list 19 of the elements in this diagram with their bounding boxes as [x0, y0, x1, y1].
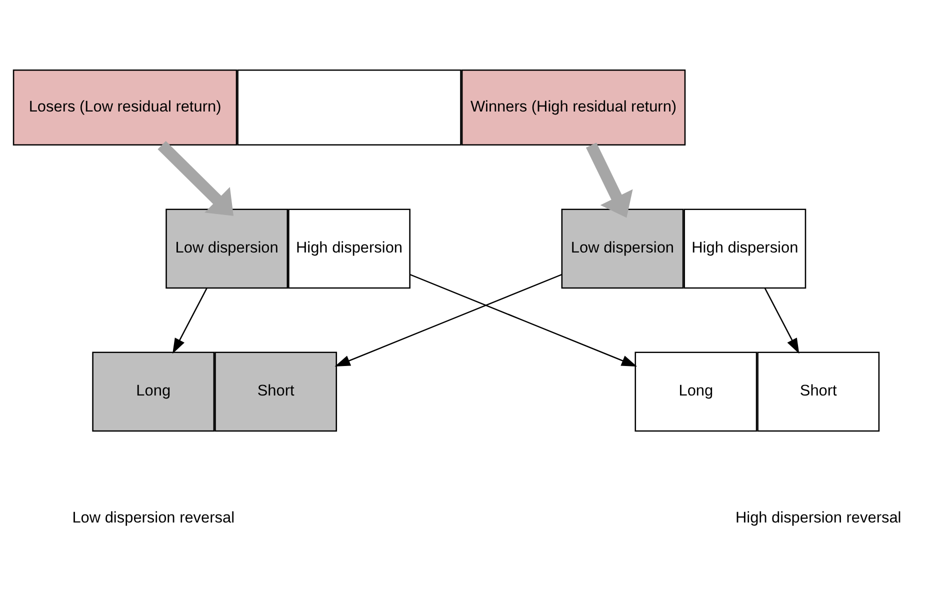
node-box: Short — [757, 352, 880, 432]
node-box: High dispersion — [288, 208, 410, 289]
node-box: Low dispersion — [561, 208, 684, 289]
node-box: High dispersion — [684, 208, 806, 289]
node-box: Losers (Low residual return) — [12, 70, 238, 146]
arrow — [172, 288, 208, 354]
node-box: Low dispersion — [166, 208, 288, 289]
label: Low dispersion reversal — [72, 510, 235, 527]
node-box: Long — [92, 352, 215, 432]
arrow — [764, 288, 800, 354]
label: High dispersion reversal — [735, 510, 902, 527]
arrow — [586, 142, 633, 218]
arrow — [410, 274, 638, 367]
node-box: Winners (High residual return) — [461, 70, 686, 146]
arrow — [334, 274, 562, 367]
node-box: Short — [214, 352, 338, 432]
node-box: Long — [634, 352, 758, 432]
node-box — [237, 70, 462, 146]
arrow — [158, 140, 234, 216]
